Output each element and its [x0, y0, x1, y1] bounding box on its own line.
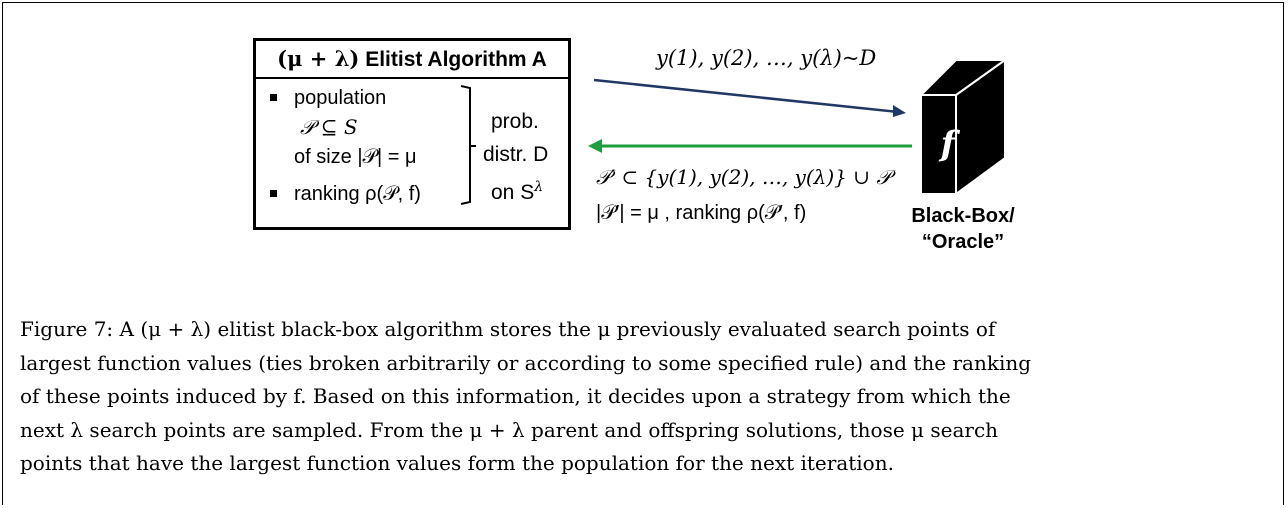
- query-label: y(1), y(2), …, y(λ)~D: [656, 46, 877, 70]
- caption-line: Figure 7: A (μ + λ) elitist black-box al…: [20, 317, 996, 341]
- oracle-label-1: Black-Box/: [911, 205, 1015, 227]
- oracle-label-2: “Oracle”: [921, 231, 1005, 253]
- figure-caption: Figure 7: A (μ + λ) elitist black-box al…: [20, 313, 1270, 481]
- bullet-marker: [270, 94, 277, 101]
- oracle-function-symbol: f: [940, 124, 956, 164]
- algorithm-title-math: (μ + λ): [277, 46, 360, 71]
- caption-line: next λ search points are sampled. From t…: [20, 417, 999, 442]
- response-arrow-head: [588, 139, 602, 153]
- cube-front: [920, 94, 957, 195]
- algorithm-box: (μ + λ) Elitist Algorithm A: [253, 38, 571, 230]
- response-set-label: 𝒫′ ⊂ {y(1), y(2), …, y(λ)} ∪ 𝒫: [596, 165, 891, 189]
- algorithm-title: (μ + λ) Elitist Algorithm A: [256, 41, 568, 79]
- population-size: of size |𝒫| = μ: [294, 146, 417, 168]
- query-arrow: [593, 78, 899, 114]
- ranking-label: ranking ρ(𝒫, f): [294, 183, 421, 205]
- space-label: on Sλ: [491, 179, 544, 204]
- population-label: population: [294, 87, 387, 109]
- prob-label: prob.: [491, 110, 539, 133]
- bullet-marker: [270, 190, 277, 197]
- caption-line: of these points induced by f. Based on t…: [20, 384, 1011, 408]
- population-set: 𝒫 ⊆ S: [300, 115, 358, 139]
- algorithm-title-text: Elitist Algorithm A: [365, 48, 547, 71]
- caption-line: points that have the largest function va…: [20, 451, 894, 475]
- distr-label: distr. D: [483, 143, 549, 166]
- caption-line: largest function values (ties broken arb…: [20, 350, 1032, 375]
- response-rank-label: |𝒫′| = μ , ranking ρ(𝒫′, f): [596, 202, 807, 224]
- right-brace: [460, 85, 471, 205]
- space-exponent: λ: [534, 179, 544, 195]
- query-arrow-head: [893, 105, 906, 117]
